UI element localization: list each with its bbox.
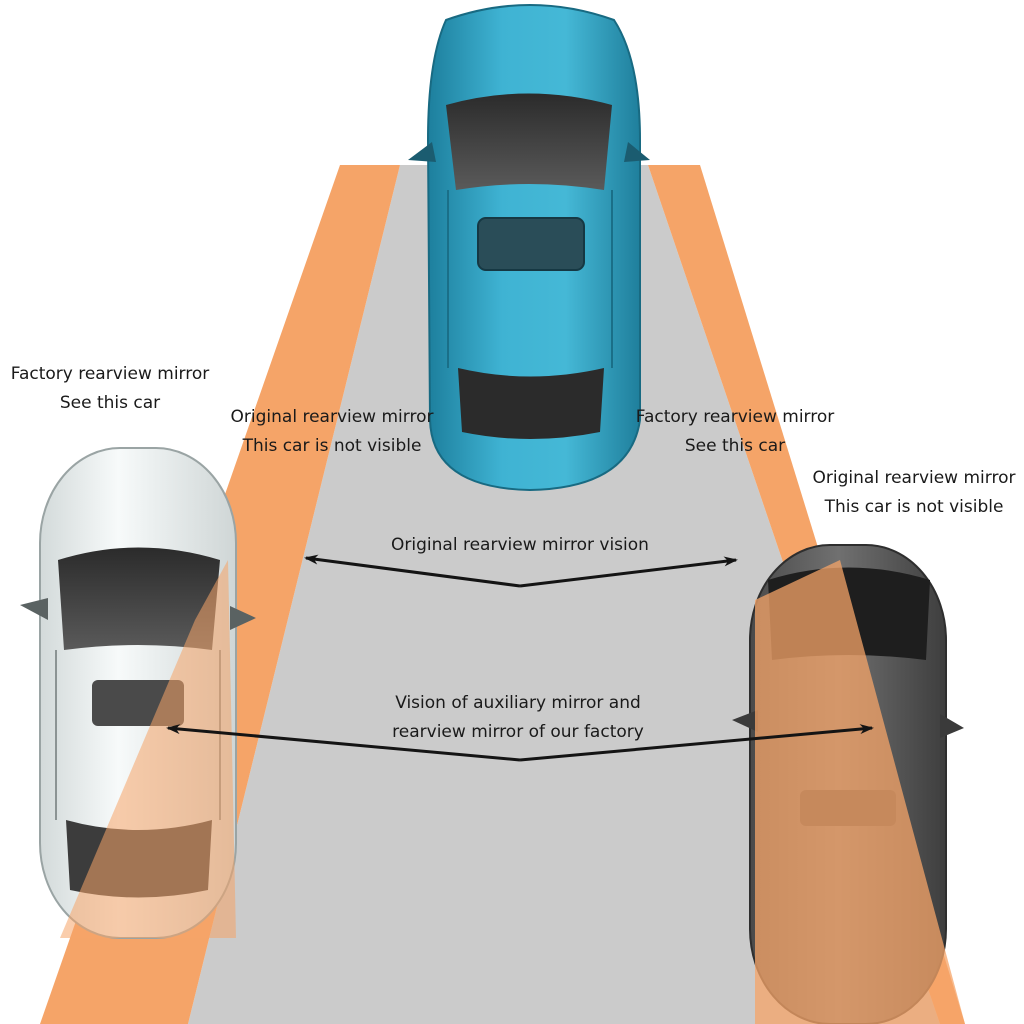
auxiliary-vision-line2: rearview mirror of our factory <box>392 722 644 742</box>
right-factory-line1: Factory rearview mirror <box>635 407 835 427</box>
left-original-line2: This car is not visible <box>242 436 422 456</box>
original-vision-arrow <box>304 554 738 588</box>
own-car-icon <box>408 4 650 492</box>
left-factory-line2: See this car <box>59 393 161 413</box>
right-original-line1: Original rearview mirror <box>812 468 1016 488</box>
right-original-mirror-label: Original rearview mirror This car is not… <box>804 464 1024 522</box>
right-original-line2: This car is not visible <box>824 497 1004 517</box>
auxiliary-vision-line1: Vision of auxiliary mirror and <box>395 693 641 713</box>
left-original-mirror-label: Original rearview mirror This car is not… <box>222 403 442 461</box>
left-factory-mirror-label: Factory rearview mirror See this car <box>5 360 215 418</box>
left-original-line1: Original rearview mirror <box>230 407 434 427</box>
auxiliary-vision-arrow <box>166 724 874 762</box>
right-factory-line2: See this car <box>684 436 786 456</box>
original-vision-label: Original rearview mirror vision <box>370 531 670 560</box>
auxiliary-vision-label: Vision of auxiliary mirror and rearview … <box>368 689 668 747</box>
original-vision-text: Original rearview mirror vision <box>391 535 649 555</box>
right-zone-overlay <box>755 560 965 1024</box>
left-zone-overlay <box>60 560 236 938</box>
left-factory-line1: Factory rearview mirror <box>10 364 210 384</box>
right-factory-mirror-label: Factory rearview mirror See this car <box>628 403 842 461</box>
